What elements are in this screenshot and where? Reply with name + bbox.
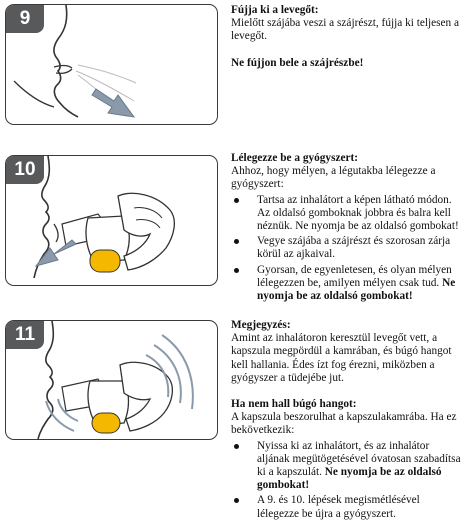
step-warning: Ne fújjon bele a szájrészbe! <box>231 56 364 69</box>
step-bullet-list: Nyissa ki az inhalátort, és az inhalátor… <box>231 440 463 521</box>
step-10-text: Lélegezze be a gyógyszert: Ahhoz, hogy m… <box>231 152 463 303</box>
step-bullet-list: Tartsa az inhalátort a képen látható mód… <box>231 194 463 304</box>
step-subbody: A kapszula beszorulhat a kapszulakamrába… <box>231 411 457 437</box>
step-9-illustration: 9 <box>5 4 218 125</box>
step-number-badge: 9 <box>6 5 44 33</box>
list-item: Nyissa ki az inhalátort, és az inhalátor… <box>231 440 463 493</box>
step-body: Ahhoz, hogy mélyen, a légutakba lélegezz… <box>231 165 436 191</box>
step-body: Mielőtt szájába veszi a szájrészt, fújja… <box>231 17 460 43</box>
step-heading: Lélegezze be a gyógyszert: <box>231 152 359 164</box>
step-11-illustration: 11 <box>5 320 218 440</box>
step-number-badge: 11 <box>6 321 44 349</box>
list-item: Tartsa az inhalátort a képen látható mód… <box>231 194 463 234</box>
step-body: Amint az inhalátoron keresztül levegőt v… <box>231 332 452 384</box>
step-10-illustration: 10 <box>5 155 218 286</box>
step-11-text: Megjegyzés: Amint az inhalátoron kereszt… <box>231 319 463 521</box>
whirring-sound-icon <box>37 321 194 439</box>
step-9-text: Fújja ki a levegőt: Mielőtt szájába vesz… <box>231 4 463 70</box>
step-heading: Fújja ki a levegőt: <box>231 4 319 16</box>
step-subheading: Ha nem hall búgó hangot: <box>231 398 357 411</box>
list-item: Gyorsan, de egyenletesen, és olyan mélye… <box>231 264 463 304</box>
list-item: Vegye szájába a szájrészt és szorosan zá… <box>231 235 463 261</box>
step-heading: Megjegyzés: <box>231 319 291 331</box>
inhale-inhaler-icon <box>33 156 176 279</box>
exhale-away-icon <box>13 5 137 118</box>
step-number-badge: 10 <box>6 156 44 184</box>
